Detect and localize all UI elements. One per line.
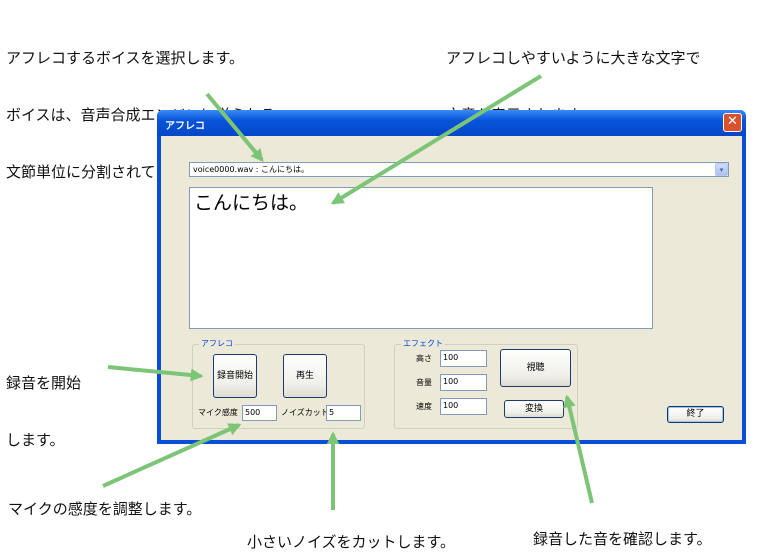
end-button[interactable]: 終了 xyxy=(667,406,724,423)
pitch-label: 高さ xyxy=(416,354,432,363)
annotation-mic-sensitivity: マイクの感度を調整します。 xyxy=(8,500,202,518)
play-button[interactable]: 再生 xyxy=(283,354,327,398)
annotation-record-start: 録音を開始 します。 xyxy=(6,374,82,449)
display-text: こんにちは。 xyxy=(194,192,309,214)
volume-label: 音量 xyxy=(416,378,432,387)
title-bar[interactable]: アフレコ ✕ xyxy=(157,110,746,136)
effect-group: エフェクト 高さ 100 音量 100 速度 100 視聴 変換 xyxy=(394,339,578,429)
voice-select-value: voice0000.wav : こんにちは。 xyxy=(193,165,310,174)
listen-button[interactable]: 視聴 xyxy=(500,349,571,387)
speed-label: 速度 xyxy=(416,402,432,411)
speed-field[interactable]: 100 xyxy=(440,398,487,415)
display-text-area[interactable]: こんにちは。 xyxy=(189,187,653,329)
volume-field[interactable]: 100 xyxy=(440,374,487,391)
window-title: アフレコ xyxy=(165,121,205,132)
mic-sensitivity-field[interactable]: 500 xyxy=(242,405,277,421)
window-client-area: voice0000.wav : こんにちは。 ▾ こんにちは。 アフレコ 録音開… xyxy=(161,136,742,440)
noise-cut-label: ノイズカット xyxy=(281,408,329,417)
annotation-confirm-sound: 録音した音を確認します。 xyxy=(533,530,712,548)
dropdown-button[interactable]: ▾ xyxy=(715,163,728,176)
chevron-down-icon: ▾ xyxy=(719,166,724,174)
pitch-field[interactable]: 100 xyxy=(440,350,487,367)
convert-button[interactable]: 変換 xyxy=(504,400,564,418)
close-icon: ✕ xyxy=(727,114,738,129)
close-button[interactable]: ✕ xyxy=(723,113,742,132)
afureko-group: アフレコ 録音開始 再生 マイク感度 500 ノイズカット 5 xyxy=(192,339,365,429)
voice-select[interactable]: voice0000.wav : こんにちは。 ▾ xyxy=(189,162,729,177)
mic-sensitivity-label: マイク感度 xyxy=(198,408,238,417)
afureko-window: アフレコ ✕ voice0000.wav : こんにちは。 ▾ こんにちは。 ア… xyxy=(157,110,746,444)
afureko-group-label: アフレコ xyxy=(199,339,235,349)
noise-cut-field[interactable]: 5 xyxy=(326,405,361,421)
effect-group-label: エフェクト xyxy=(401,339,445,349)
annotation-noise-cut: 小さいノイズをカットします。 xyxy=(247,533,456,551)
record-start-button[interactable]: 録音開始 xyxy=(213,354,257,398)
